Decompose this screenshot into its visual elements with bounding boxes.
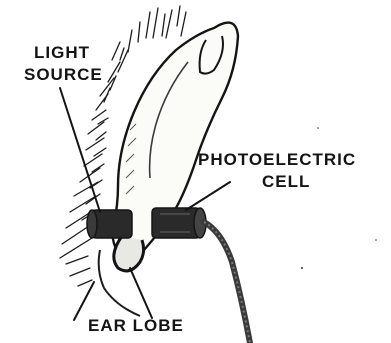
ear-lobe-leader: [130, 268, 152, 318]
light-source-label-line2: SOURCE: [24, 66, 103, 84]
ear-lobe-label: EAR LOBE: [88, 317, 184, 335]
light-source-leader: [60, 88, 100, 212]
ear-lobe-loop: [114, 236, 144, 271]
photoelectric-leader: [186, 182, 230, 210]
photoelectric-label-line1: PHOTOELECTRIC: [198, 151, 356, 169]
light-source-cylinder: [92, 210, 132, 238]
specks: [301, 127, 377, 269]
photoelectric-cell-cylinder: [152, 208, 200, 238]
photoelectric-label-line2: CELL: [262, 173, 310, 191]
light-source-label-line1: LIGHT: [34, 44, 90, 62]
cable: [204, 222, 250, 343]
ear-lobe-left-leader: [74, 282, 94, 320]
